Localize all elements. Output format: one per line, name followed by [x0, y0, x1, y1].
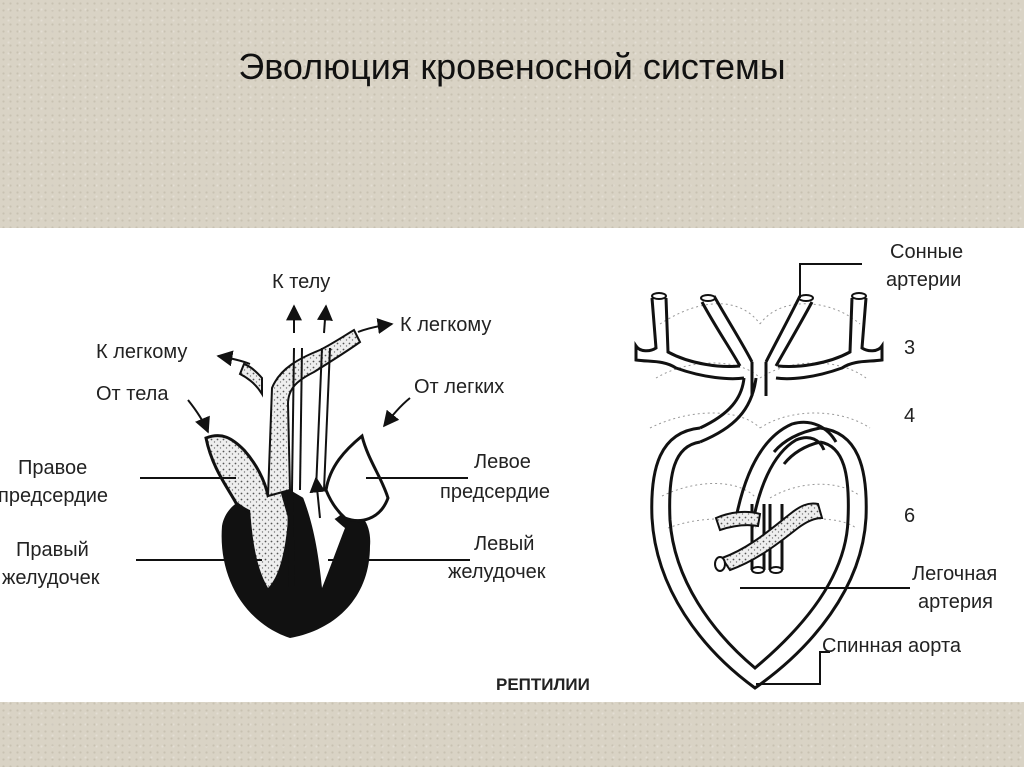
pulmonary-cap [714, 556, 726, 572]
pulmonary-artery-vessel [720, 502, 824, 572]
carotid-cap-4 [851, 292, 867, 300]
pulmonary-trunk [266, 328, 362, 498]
left-ventricle-cavity [300, 490, 345, 588]
label-left-ventricle-2: желудочек [448, 561, 546, 583]
label-to-lung-right: К легкому [400, 314, 491, 336]
right-ventricle-cavity [250, 490, 288, 588]
aortic-arch-left-inner [299, 347, 303, 491]
label-left-ventricle-1: Левый [474, 533, 534, 555]
label-left-atrium-2: предсердие [440, 481, 550, 503]
carotid-cap-3 [798, 294, 814, 302]
arrow-to-body-2 [316, 304, 333, 334]
label-arch-3: 3 [904, 337, 915, 359]
dorsal-aorta-inner [668, 440, 850, 670]
reptile-vessels [634, 263, 910, 690]
aortic-arch-right [315, 347, 323, 491]
aortic-arch-right-inner [323, 347, 331, 491]
slide-title: Эволюция кровеносной системы [238, 46, 786, 87]
carotid-stem [750, 362, 768, 396]
label-pulmonary-1: Легочная [912, 563, 997, 585]
arrow-to-lung-right [357, 318, 394, 334]
pulmonary-branch-left [238, 362, 263, 398]
aortic-arch-left [291, 347, 295, 491]
carotid-cap-1 [651, 292, 667, 300]
carotid-left-outer [634, 297, 745, 381]
label-right-ventricle-1: Правый [16, 539, 89, 561]
label-right-ventricle-2: желудочек [2, 567, 100, 589]
label-dorsal-aorta: Спинная аорта [822, 635, 962, 657]
crossing-arch [734, 420, 838, 529]
diagram-panel: К телу К легкому К легкому От тела От ле… [0, 228, 1024, 702]
arrow-from-body [187, 399, 210, 434]
label-to-lung-left: К легкому [96, 341, 187, 363]
label-from-body: От тела [96, 383, 169, 405]
label-right-atrium-2: предсердие [0, 485, 108, 507]
label-pulmonary-2: артерия [918, 591, 993, 613]
leader-dorsal-aorta [756, 651, 830, 685]
label-arch-4: 4 [904, 405, 915, 427]
trunk-cap-2 [769, 566, 783, 574]
arrow-from-lungs [383, 397, 411, 428]
label-left-atrium-1: Левое [474, 451, 531, 473]
label-from-lungs: От легких [414, 376, 504, 398]
left-atrium [324, 433, 390, 522]
carotid-center-right [764, 295, 814, 367]
trunk-cap-1 [751, 566, 765, 574]
carotid-cap-2 [700, 294, 716, 302]
arrow-into-ventricle [309, 476, 326, 519]
label-arch-6: 6 [904, 505, 915, 527]
carotid-center-left [700, 295, 754, 367]
dorsal-aorta-outer [650, 426, 868, 690]
reptile-heart [136, 304, 470, 638]
leader-carotid [799, 263, 862, 298]
arrow-to-lung-left [216, 350, 251, 367]
pulmonary-artery-left [714, 510, 762, 532]
left-arch [699, 377, 758, 444]
label-right-atrium-1: Правое [18, 457, 87, 479]
carotid-right-outer [775, 297, 884, 381]
label-carotid-1: Сонные [890, 241, 963, 263]
ventricular-septum [287, 489, 295, 589]
right-arch-to-aorta [772, 426, 821, 465]
label-carotid-2: артерии [886, 269, 961, 291]
diagram-canvas: К телу К легкому К легкому От тела От ле… [0, 241, 997, 694]
label-to-body: К телу [272, 271, 330, 293]
figure-caption: РЕПТИЛИИ [496, 675, 590, 694]
